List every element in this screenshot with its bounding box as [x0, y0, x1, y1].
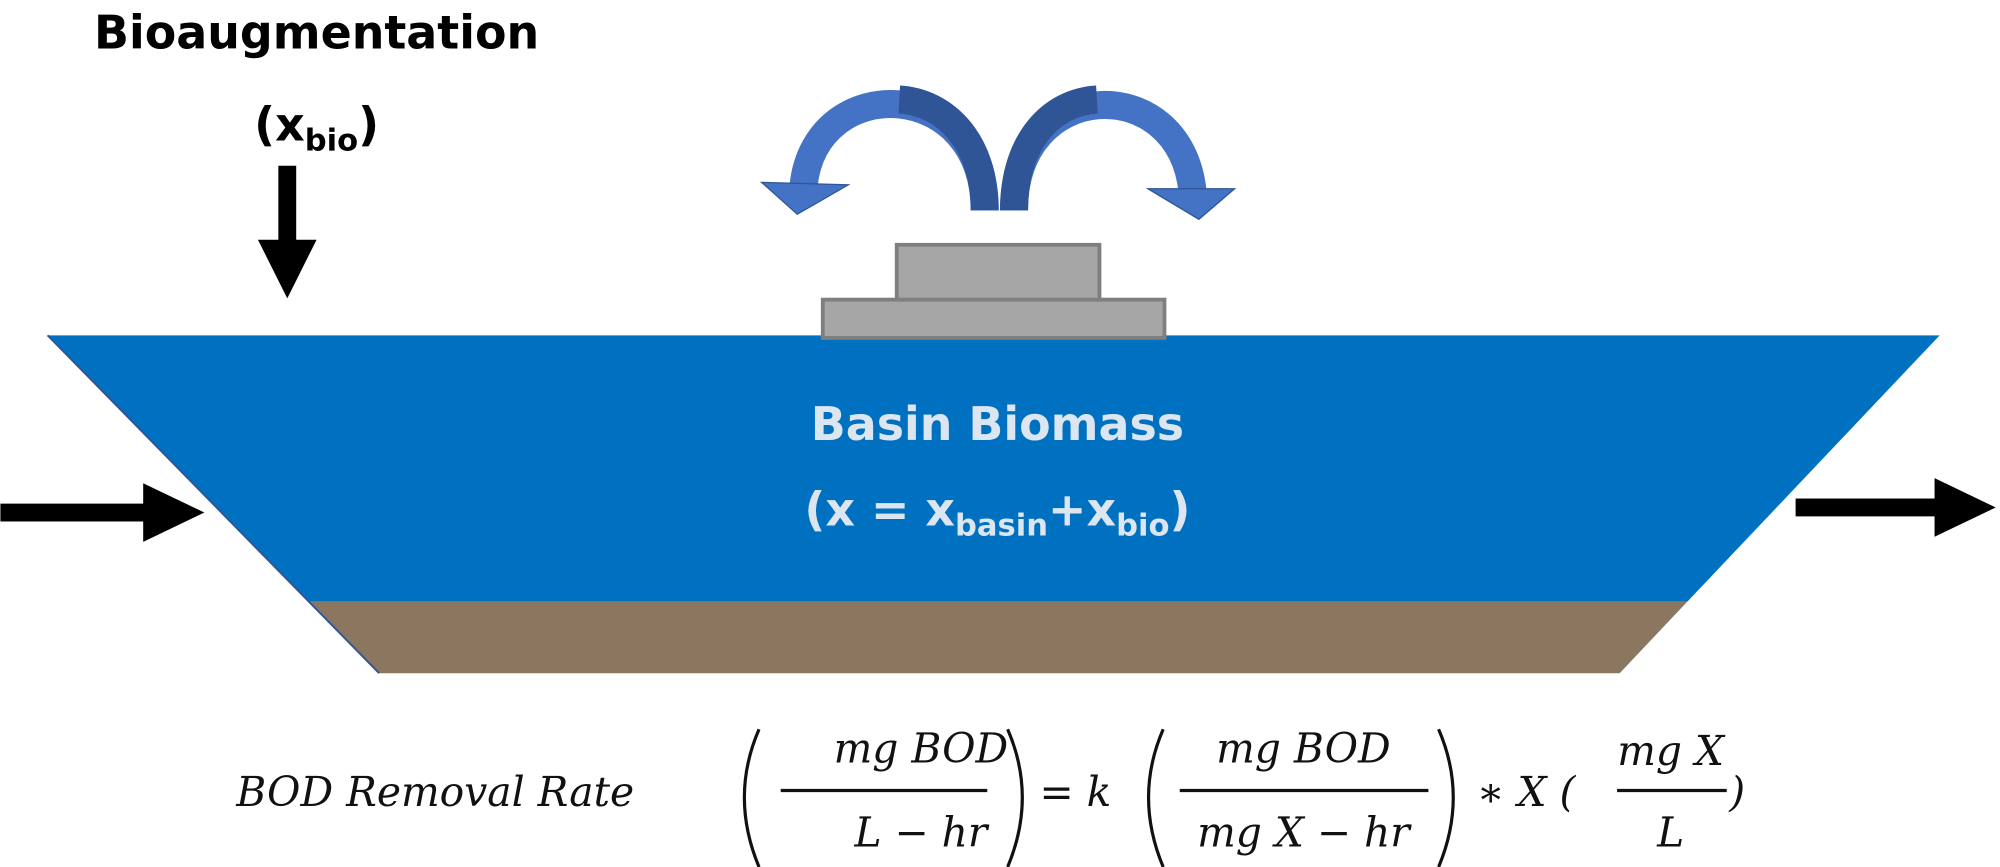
spray-arrow-right-icon [1000, 85, 1237, 221]
equation-lhs: BOD Removal Rate [235, 768, 634, 816]
frac3-denominator: L [1656, 809, 1684, 857]
frac2-denominator: mg X − hr [1197, 809, 1412, 857]
frac2-numerator: mg BOD [1216, 724, 1391, 772]
inflow-arrow [0, 483, 205, 542]
close-paren: ) [1728, 768, 1745, 816]
bod-removal-equation: BOD Removal Rate mg BOD L − hr = k mg BO… [235, 724, 1745, 867]
bioaugmentation-label: Bioaugmentation [94, 5, 539, 59]
equals-k: = k [1040, 768, 1112, 816]
xbio-label: (xbio) [254, 97, 379, 158]
basin-biomass-equation: (x = xbasin+xbio) [804, 482, 1190, 543]
paren [742, 728, 761, 867]
aerator [820, 242, 1167, 340]
basin-left-edge [46, 334, 380, 674]
times-x: ∗ X ( [1477, 768, 1577, 816]
basin-biomass-label: Basin Biomass [811, 397, 1184, 451]
frac1-denominator: L − hr [853, 809, 989, 857]
spray-arrow-left-icon [759, 85, 999, 215]
frac3-numerator: mg X [1617, 727, 1726, 775]
frac1-numerator: mg BOD [834, 724, 1009, 772]
outflow-arrow [1795, 478, 1996, 537]
basin-sediment [308, 601, 1688, 674]
basin-water [47, 335, 1940, 602]
bioaugmentation-down-arrow [257, 165, 317, 299]
